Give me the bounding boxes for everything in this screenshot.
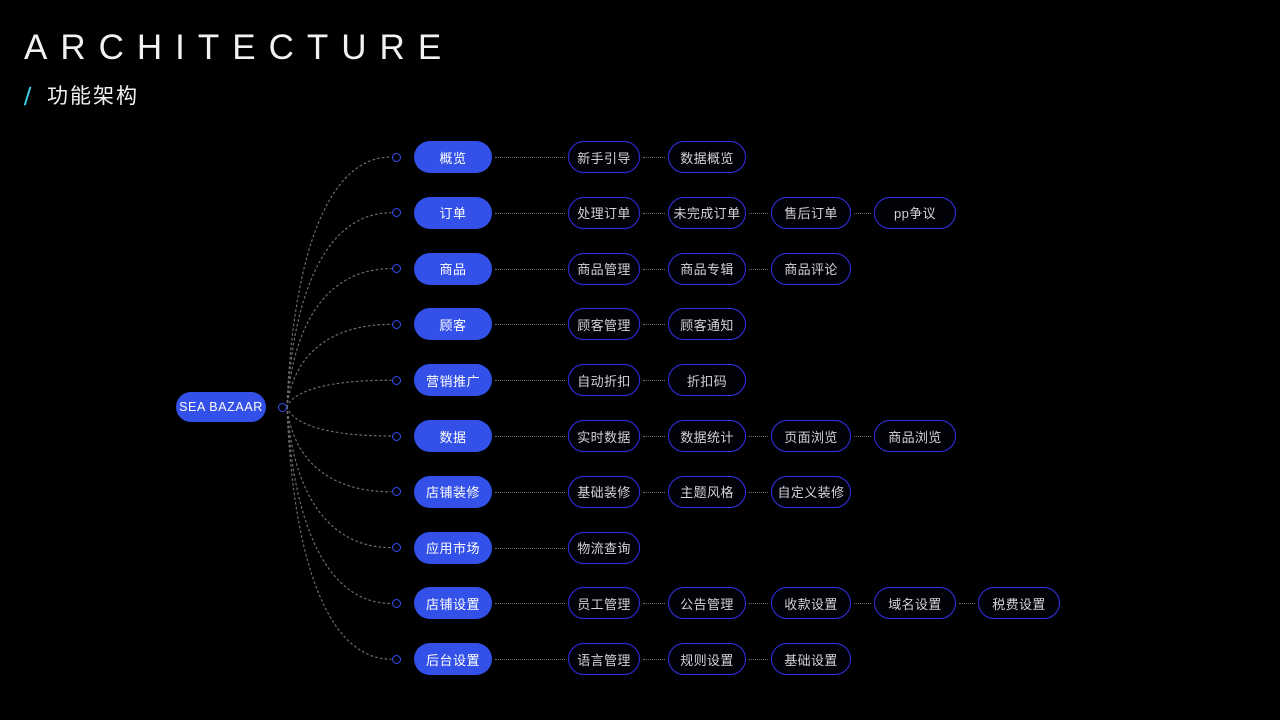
page-subtitle: / 功能架构: [24, 83, 724, 111]
node-link-line: [643, 436, 665, 438]
level2-node[interactable]: 数据概览: [668, 141, 746, 173]
branch-connector-icon: [391, 152, 401, 162]
level2-node[interactable]: pp争议: [874, 196, 956, 229]
branch-curve: [286, 406, 392, 493]
node-link-line: [749, 659, 768, 661]
level2-node[interactable]: 顾客管理: [568, 308, 640, 341]
page-header: ARCHITECTURE / 功能架构: [24, 26, 724, 111]
level1-node[interactable]: 概览: [414, 141, 492, 173]
level1-node[interactable]: 应用市场: [414, 531, 492, 564]
level2-node[interactable]: 页面浏览: [771, 420, 851, 452]
branch-connector-icon: [391, 319, 401, 329]
branch-connector-icon: [391, 598, 401, 608]
level2-node[interactable]: 主题风格: [668, 475, 746, 508]
level2-node[interactable]: 折扣码: [668, 364, 746, 397]
level1-node[interactable]: 商品: [414, 252, 492, 285]
level1-node[interactable]: 顾客: [414, 308, 492, 341]
node-link-line: [495, 603, 565, 605]
page-title: ARCHITECTURE: [24, 28, 455, 67]
branch-connector-icon: [391, 431, 401, 441]
node-link-line: [854, 436, 871, 438]
node-link-line: [495, 268, 565, 271]
level1-node[interactable]: 数据: [414, 420, 492, 452]
node-link-line: [643, 491, 665, 494]
node-link-line: [854, 212, 871, 215]
node-link-line: [495, 212, 565, 215]
level2-node[interactable]: 自动折扣: [568, 364, 640, 397]
level2-node[interactable]: 语言管理: [568, 643, 640, 676]
level2-node[interactable]: 物流查询: [568, 531, 640, 564]
branch-connector-icon: [391, 375, 401, 385]
node-link-line: [749, 212, 768, 215]
branch-curve: [286, 156, 392, 408]
level2-node[interactable]: 商品管理: [568, 252, 640, 285]
level1-node[interactable]: 订单: [414, 196, 492, 229]
level2-node[interactable]: 未完成订单: [668, 196, 746, 229]
branch-curve: [286, 406, 392, 437]
node-link-line: [495, 491, 565, 494]
level2-node[interactable]: 公告管理: [668, 587, 746, 620]
node-link-line: [749, 268, 768, 271]
root-hub-connector-icon: [277, 402, 287, 412]
level2-node[interactable]: 员工管理: [568, 587, 640, 620]
branch-connector-icon: [391, 654, 401, 664]
node-link-line: [495, 324, 565, 326]
root-node-sea-bazaar[interactable]: SEA BAZAAR: [176, 392, 266, 422]
node-link-line: [495, 380, 565, 382]
node-link-line: [643, 659, 665, 661]
node-link-line: [643, 157, 665, 159]
branch-curve: [286, 323, 392, 408]
level2-node[interactable]: 售后订单: [771, 196, 851, 229]
page-subtitle-text: 功能架构: [46, 85, 139, 108]
level2-node[interactable]: 自定义装修: [771, 475, 851, 508]
node-link-line: [495, 436, 565, 438]
node-link-line: [643, 603, 665, 605]
branch-curve: [286, 268, 392, 408]
level2-node[interactable]: 商品专辑: [668, 252, 746, 285]
node-link-line: [643, 268, 665, 271]
node-link-line: [749, 436, 768, 438]
branch-curve: [286, 406, 392, 604]
branch-connector-icon: [391, 208, 401, 218]
level2-node[interactable]: 新手引导: [568, 141, 640, 173]
level2-node[interactable]: 收款设置: [771, 587, 851, 620]
node-link-line: [495, 659, 565, 661]
node-link-line: [959, 603, 975, 605]
level2-node[interactable]: 顾客通知: [668, 308, 746, 341]
level2-node[interactable]: 商品浏览: [874, 420, 956, 452]
node-link-line: [495, 157, 565, 159]
node-link-line: [495, 547, 565, 550]
level2-node[interactable]: 税费设置: [978, 587, 1060, 620]
branch-curve: [286, 212, 392, 408]
branch-curve: [286, 379, 392, 408]
level2-node[interactable]: 基础设置: [771, 643, 851, 676]
branch-connector-icon: [391, 264, 401, 274]
level1-node[interactable]: 店铺装修: [414, 475, 492, 508]
node-link-line: [643, 212, 665, 215]
node-link-line: [854, 603, 871, 605]
node-link-line: [749, 491, 768, 494]
level2-node[interactable]: 基础装修: [568, 475, 640, 508]
branch-connector-icon: [391, 487, 401, 497]
level1-node[interactable]: 营销推广: [414, 364, 492, 397]
level2-node[interactable]: 数据统计: [668, 420, 746, 452]
level2-node[interactable]: 处理订单: [568, 196, 640, 229]
node-link-line: [643, 324, 665, 326]
level2-node[interactable]: 规则设置: [668, 643, 746, 676]
branch-curve: [286, 406, 392, 549]
level2-node[interactable]: 域名设置: [874, 587, 956, 620]
level2-node[interactable]: 实时数据: [568, 420, 640, 452]
branch-curve: [286, 406, 392, 660]
node-link-line: [749, 603, 768, 605]
branch-connector-icon: [391, 543, 401, 553]
node-link-line: [643, 380, 665, 382]
level2-node[interactable]: 商品评论: [771, 252, 851, 285]
level1-node[interactable]: 店铺设置: [414, 587, 492, 620]
level1-node[interactable]: 后台设置: [414, 643, 492, 676]
